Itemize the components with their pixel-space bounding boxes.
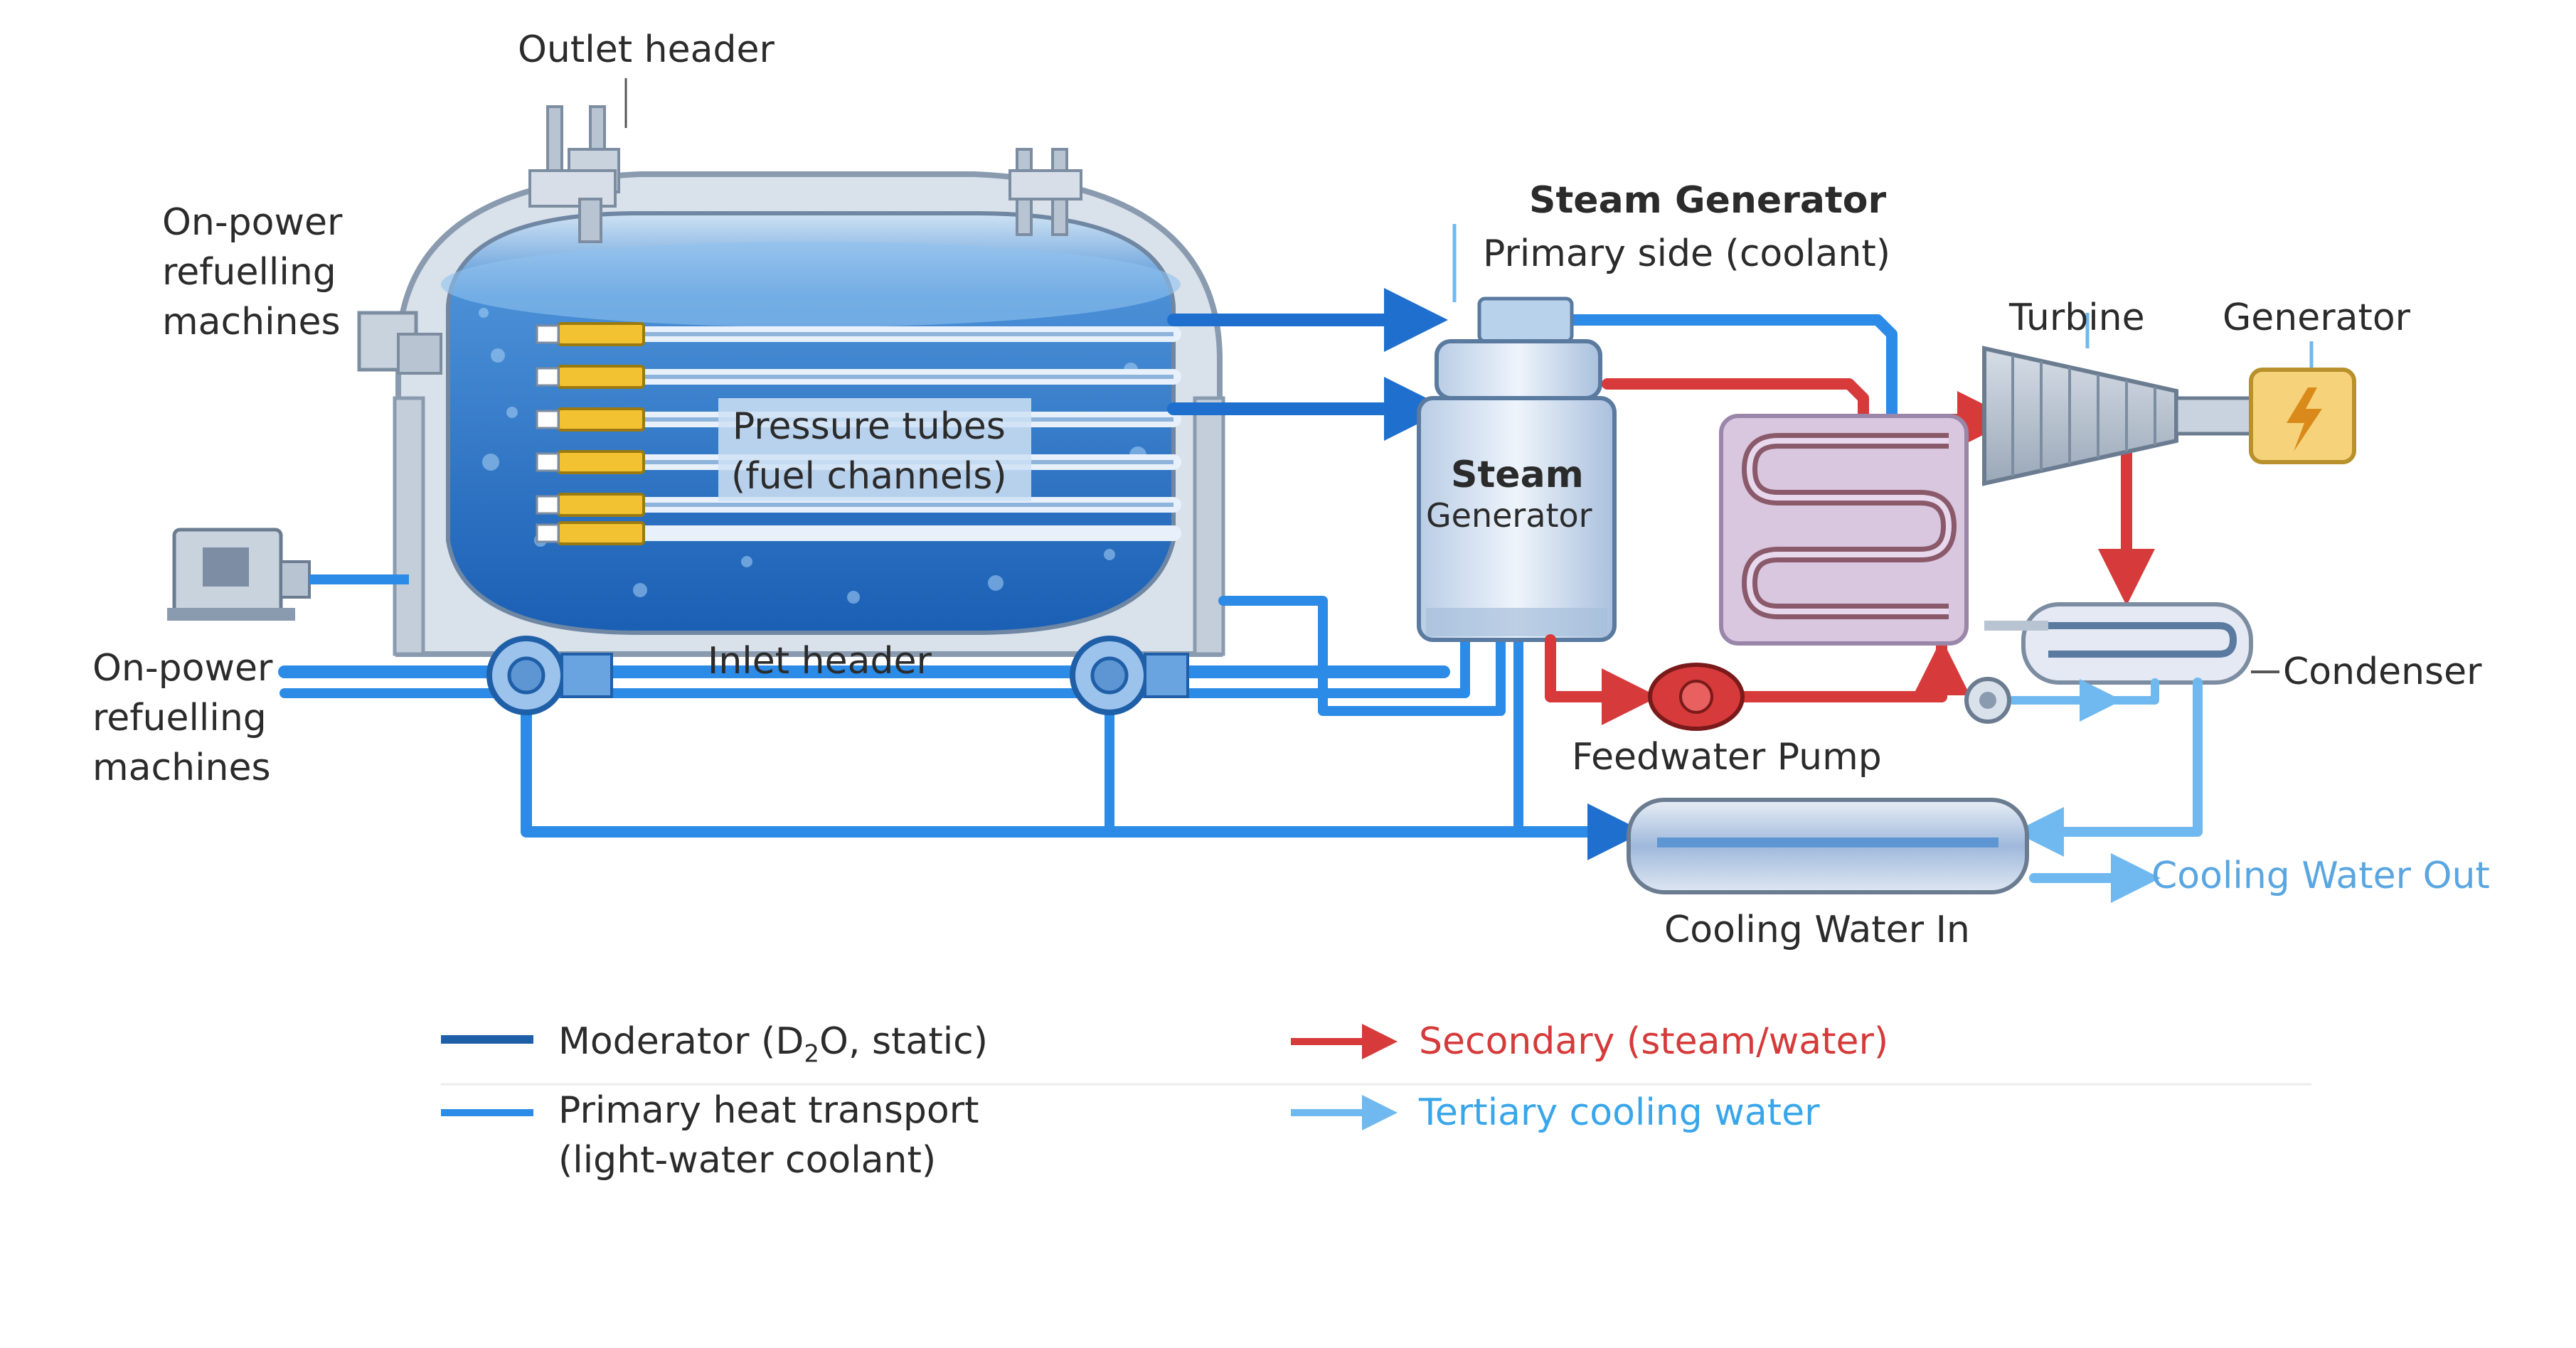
sg-subtitle-label: Primary side (coolant) [1483,232,1890,275]
outlet-header-label: Outlet header [518,28,775,71]
legend-swatches [441,1024,2311,1130]
inlet-header-pumps [486,636,1189,715]
condenser [1984,602,2279,685]
legend-primary-label: Primary heat transport (light-water cool… [558,1089,979,1182]
lightning-bolt-icon [2287,387,2322,451]
cooling-water-cooler [1627,798,2029,894]
turbine-label: Turbine [2009,296,2145,339]
refuel-bottom-label: On-power refuelling machines [92,647,273,789]
sg-body-label: Generator [1426,496,1592,535]
legend-tertiary-label: Tertiary cooling water [1419,1091,1820,1134]
pressure-tubes-label: Pressure tubes (fuel channels) [731,405,1007,498]
inlet-header-label: Inlet header [708,640,932,683]
refuel-top-label: On-power refuelling machines [162,201,343,343]
outlet-header-nozzles [528,78,1082,243]
sg-title-label: Steam Generator [1529,179,1887,222]
condensate-pump [1964,677,2011,724]
turbine [1982,313,2264,486]
generator-label: Generator [2223,296,2411,339]
refuelling-machine-top [357,311,442,375]
feedwater-pump-label: Feedwater Pump [1572,736,1882,779]
tertiary-piping [2008,678,2203,903]
condenser-label: Condenser [2283,651,2482,693]
moisture-separator-reheater [1719,414,1969,646]
sg-body-bold-label: Steam [1451,454,1584,496]
primary-piping [278,288,1898,860]
legend-moderator-label: Moderator (D2O, static) [558,1020,989,1069]
cooling-in-label: Cooling Water In [1664,909,1970,951]
steam-generator [1417,224,1617,642]
legend-secondary-label: Secondary (steam/water) [1419,1020,1889,1063]
cooling-out-label: Cooling Water Out [2151,855,2490,897]
pump-icon [1648,663,1745,731]
pressure-tubes [536,322,1181,545]
generator [2249,341,2356,464]
refuelling-machine-left [167,528,409,621]
